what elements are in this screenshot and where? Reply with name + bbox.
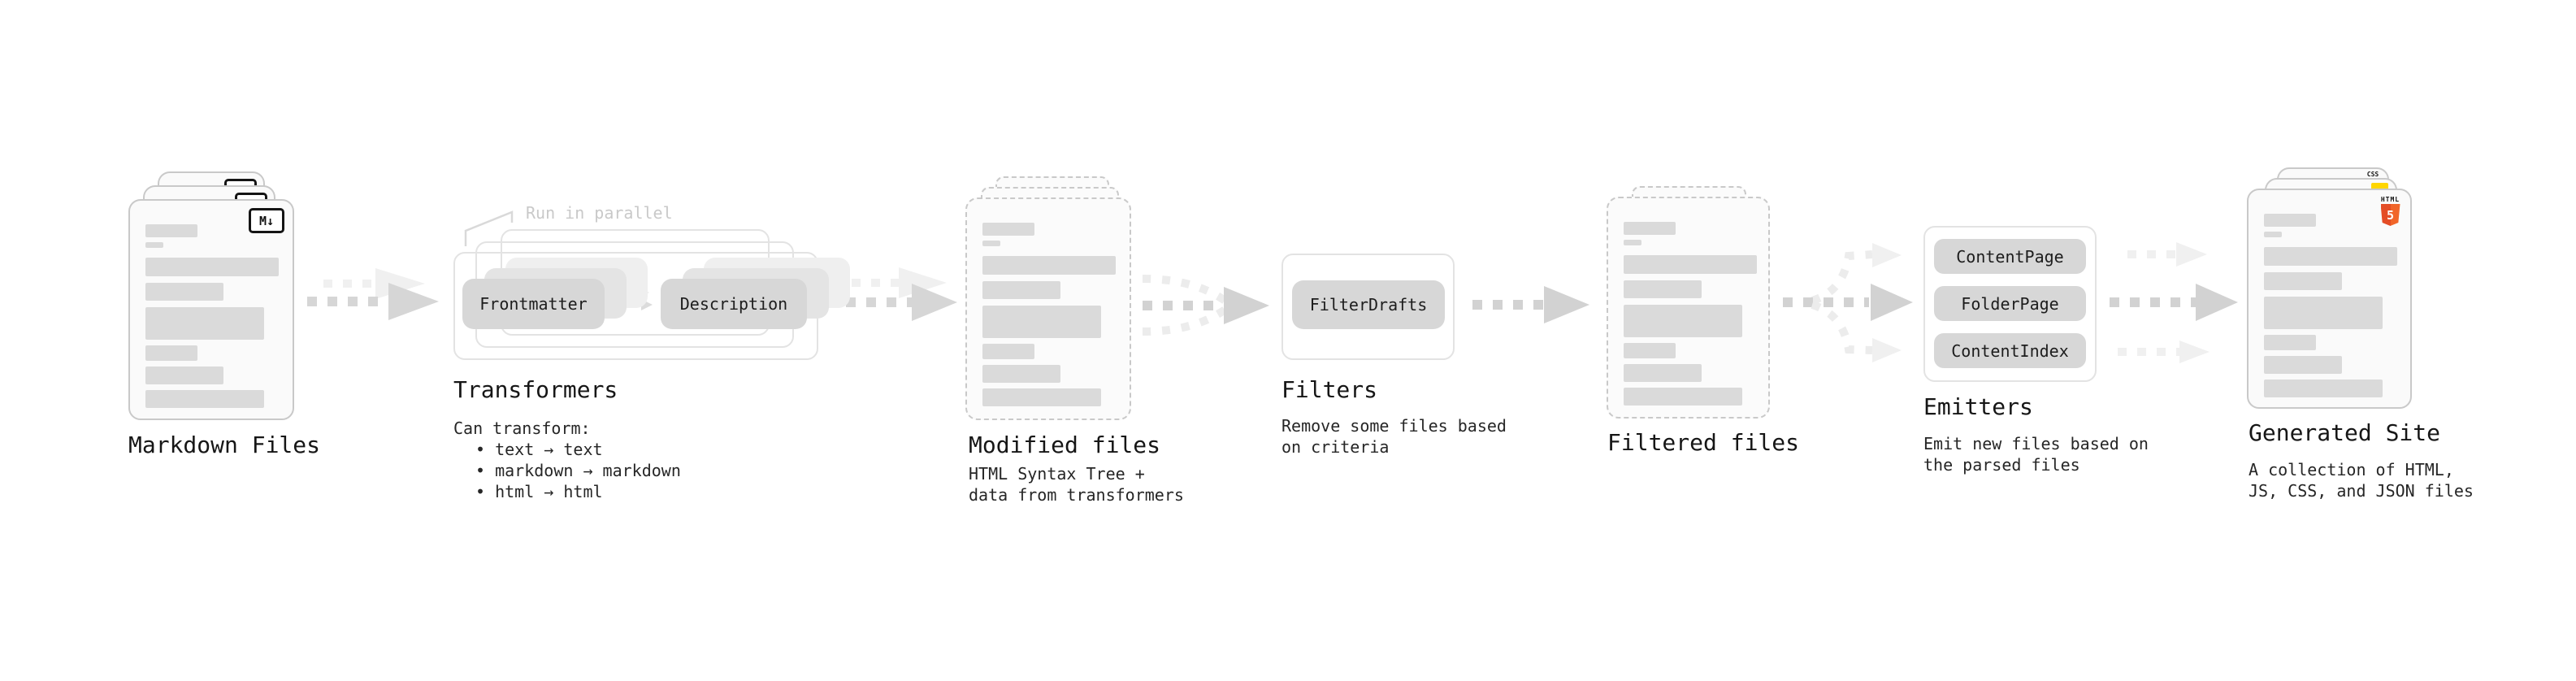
run-in-parallel-note: Run in parallel: [526, 203, 673, 223]
placeholder-line: [982, 306, 1101, 338]
placeholder-line: [982, 365, 1060, 383]
placeholder-line: [1624, 222, 1676, 235]
filters-description: Remove some files based on criteria: [1281, 415, 1507, 458]
placeholder-line: [982, 241, 1000, 246]
run-in-parallel-leader-line: [464, 210, 514, 246]
placeholder-line: [2264, 272, 2342, 290]
transform-type-item: html → html: [475, 481, 681, 502]
arrow-filtered-to-emitters-icon: [1783, 243, 1913, 362]
document-placeholder-lines: [145, 224, 279, 408]
arrow-markdown-to-transformers-icon: [307, 268, 439, 320]
placeholder-line: [982, 256, 1116, 275]
arrow-transformers-to-modified-icon: [826, 267, 957, 321]
arrow-emitters-to-generated-icon: [2110, 242, 2238, 363]
description-line: the parsed files: [1923, 455, 2080, 475]
placeholder-line: [1624, 343, 1676, 358]
description-line: Emit new files based on: [1923, 434, 2149, 453]
html5-icon: HTML 5: [2380, 196, 2400, 226]
stage-label-filters: Filters: [1281, 376, 1378, 403]
transform-type-item: markdown → markdown: [475, 460, 681, 481]
placeholder-line: [1624, 240, 1641, 245]
stage-label-modified-files: Modified files: [969, 432, 1161, 458]
markdown-icon: M↓: [249, 208, 284, 233]
description-line: JS, CSS, and JSON files: [2249, 481, 2474, 501]
placeholder-line: [2264, 356, 2342, 374]
transform-type-list: text → text markdown → markdown html → h…: [453, 439, 681, 502]
description-line: A collection of HTML,: [2249, 460, 2454, 479]
placeholder-line: [145, 367, 223, 384]
placeholder-line: [1624, 280, 1702, 298]
stage-label-emitters: Emitters: [1923, 393, 2033, 420]
placeholder-line: [2264, 297, 2383, 329]
emitters-description: Emit new files based on the parsed files: [1923, 433, 2149, 475]
transformers-description: Can transform: text → text markdown → ma…: [453, 418, 681, 502]
emitters-frame: [1923, 226, 2097, 382]
description-line: HTML Syntax Tree +: [969, 464, 1145, 484]
frontmatter-pill: Frontmatter: [462, 279, 605, 329]
placeholder-line: [145, 345, 197, 361]
modified-file-card-front: [965, 197, 1131, 420]
can-transform-title: Can transform:: [453, 419, 591, 438]
placeholder-line: [2264, 335, 2316, 350]
generated-file-card-html: HTML 5: [2247, 189, 2412, 409]
placeholder-line: [982, 388, 1101, 406]
document-placeholder-lines: [2264, 214, 2397, 397]
document-placeholder-lines: [982, 223, 1116, 406]
modified-files-description: HTML Syntax Tree + data from transformer…: [969, 463, 1184, 505]
placeholder-line: [982, 344, 1034, 359]
placeholder-line: [2264, 247, 2397, 266]
folderpage-pill: FolderPage: [1934, 286, 2086, 321]
description-line: Remove some files based: [1281, 416, 1507, 436]
contentindex-pill: ContentIndex: [1934, 333, 2086, 368]
placeholder-line: [145, 224, 197, 237]
arrow-modified-to-filters-icon: [1142, 275, 1269, 336]
stage-label-transformers: Transformers: [453, 376, 618, 403]
filters-frame: [1281, 254, 1455, 360]
placeholder-line: [145, 242, 163, 248]
placeholder-line: [1624, 388, 1742, 406]
arrow-filters-to-filtered-icon: [1472, 286, 1589, 323]
placeholder-line: [2264, 232, 2282, 237]
placeholder-line: [2264, 380, 2383, 397]
placeholder-line: [145, 307, 264, 340]
stage-label-filtered-files: Filtered files: [1607, 429, 1800, 456]
document-placeholder-lines: [1624, 222, 1757, 406]
placeholder-line: [1624, 255, 1757, 274]
placeholder-line: [145, 283, 223, 301]
description-pill: Description: [661, 279, 807, 329]
markdown-file-card-front: M↓: [128, 199, 294, 420]
placeholder-line: [982, 281, 1060, 299]
description-line: data from transformers: [969, 485, 1184, 505]
placeholder-line: [145, 258, 279, 276]
description-line: on criteria: [1281, 437, 1390, 457]
stage-label-markdown-files: Markdown Files: [128, 432, 321, 458]
stage-label-generated-site: Generated Site: [2249, 419, 2441, 446]
placeholder-line: [1624, 364, 1702, 382]
transform-type-item: text → text: [475, 439, 681, 460]
contentpage-pill: ContentPage: [1934, 239, 2086, 274]
placeholder-line: [2264, 214, 2316, 227]
filtered-file-card-front: [1607, 197, 1770, 419]
placeholder-line: [982, 223, 1034, 236]
placeholder-line: [1624, 305, 1742, 337]
generated-site-description: A collection of HTML, JS, CSS, and JSON …: [2249, 459, 2474, 501]
filterdrafts-pill: FilterDrafts: [1292, 280, 1445, 329]
placeholder-line: [145, 390, 264, 408]
